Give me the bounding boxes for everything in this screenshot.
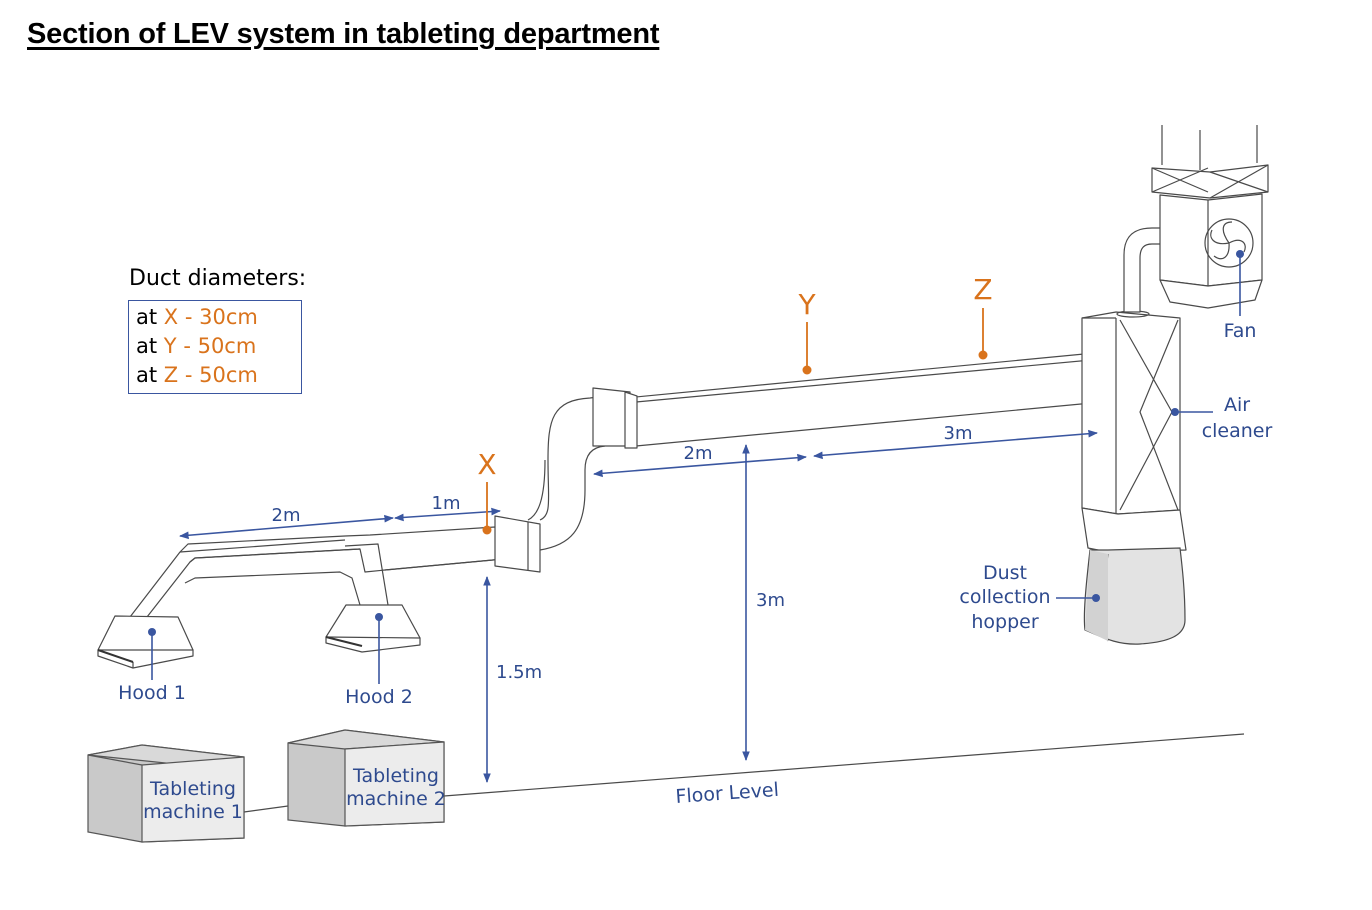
dim-upper-3m-label: 3m bbox=[944, 423, 973, 444]
legend-row-y: at Y - 50cm bbox=[136, 334, 257, 358]
page-title: Section of LEV system in tableting depar… bbox=[27, 18, 660, 50]
fan-label: Fan bbox=[1224, 320, 1257, 342]
riser-bend bbox=[527, 395, 606, 551]
point-x-label: X bbox=[477, 448, 496, 481]
hopper-label-line1: Dust bbox=[983, 562, 1027, 584]
legend-row-z: at Z - 50cm bbox=[136, 363, 258, 387]
fan-pointer bbox=[1236, 250, 1244, 316]
dim-height-3m-label: 3m bbox=[756, 590, 785, 611]
dim-upper-2m bbox=[593, 453, 807, 478]
hopper-label-line2: collection bbox=[959, 586, 1050, 608]
point-z-marker bbox=[978, 308, 988, 360]
hood-2-pointer bbox=[375, 613, 383, 684]
point-y-marker bbox=[802, 322, 812, 375]
upper-duct bbox=[592, 351, 1114, 449]
air-cleaner-label-line2: cleaner bbox=[1202, 420, 1273, 442]
hopper-pointer bbox=[1056, 594, 1100, 602]
machine-1-label-line2: machine 1 bbox=[143, 801, 243, 823]
point-y-label: Y bbox=[797, 288, 816, 321]
air-cleaner bbox=[1081, 310, 1187, 553]
lower-duct bbox=[129, 515, 541, 618]
machine-1-label-line1: Tableting bbox=[149, 778, 236, 800]
dim-lower-2m bbox=[179, 514, 394, 540]
hood-1 bbox=[97, 615, 194, 669]
legend-row-x: at X - 30cm bbox=[136, 305, 258, 329]
legend-heading: Duct diameters: bbox=[129, 266, 307, 291]
dim-height-1-5m-label: 1.5m bbox=[496, 662, 542, 683]
dim-upper-2m-label: 2m bbox=[684, 443, 713, 464]
hood-2 bbox=[325, 604, 421, 653]
hood-2-label: Hood 2 bbox=[345, 686, 413, 708]
tableting-machine-1 bbox=[87, 744, 245, 843]
point-z-label: Z bbox=[973, 273, 992, 306]
fan-unit bbox=[1151, 125, 1269, 309]
floor-line bbox=[243, 733, 1245, 813]
dim-lower-1m-label: 1m bbox=[432, 493, 461, 514]
duct-diameter-legend: at X - 30cm at Y - 50cm at Z - 50cm bbox=[128, 300, 302, 394]
hood-1-pointer bbox=[148, 628, 156, 680]
machine-2-label-line1: Tableting bbox=[352, 765, 439, 787]
dim-lower-1m bbox=[394, 507, 501, 522]
hopper-label-line3: hopper bbox=[971, 611, 1038, 633]
machine-2-label-line2: machine 2 bbox=[346, 788, 446, 810]
air-cleaner-label-line1: Air bbox=[1224, 394, 1250, 416]
hood-1-label: Hood 1 bbox=[118, 682, 186, 704]
dim-lower-2m-label: 2m bbox=[272, 505, 301, 526]
point-x-marker bbox=[482, 482, 492, 535]
dim-upper-3m bbox=[813, 429, 1098, 460]
air-cleaner-pointer bbox=[1171, 408, 1213, 416]
floor-level-label: Floor Level bbox=[675, 779, 780, 808]
tableting-machine-2 bbox=[287, 729, 445, 827]
